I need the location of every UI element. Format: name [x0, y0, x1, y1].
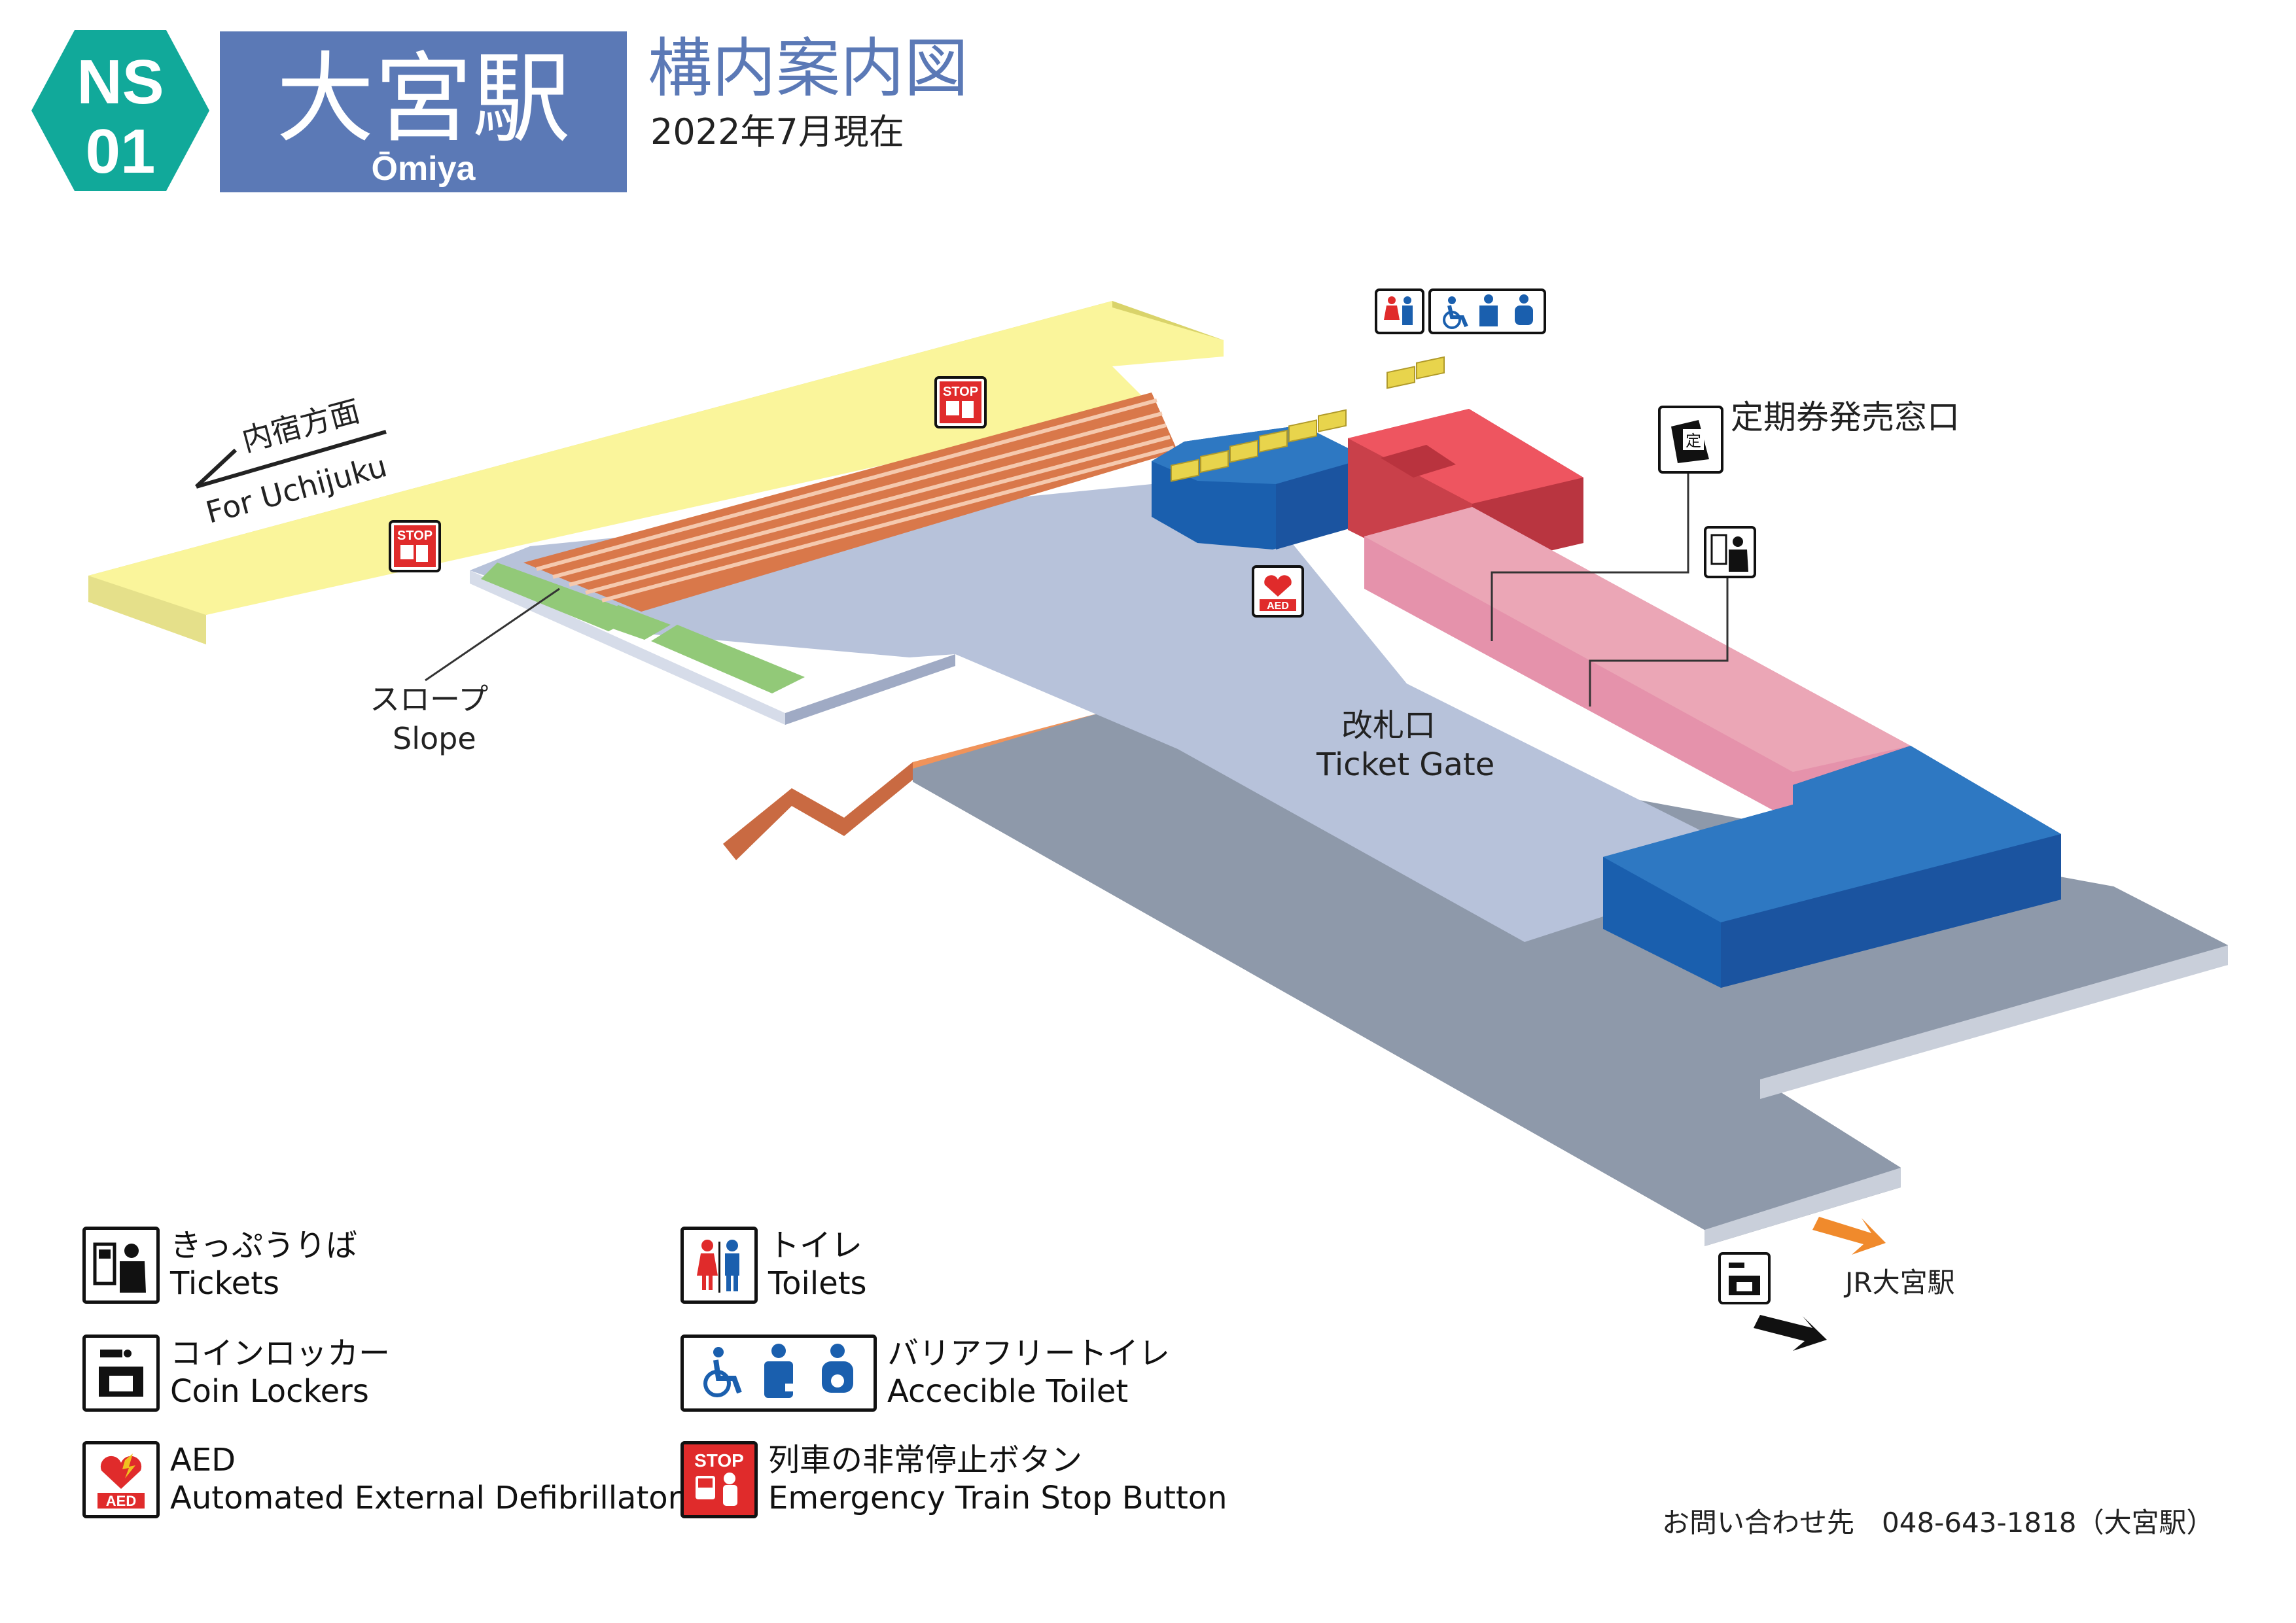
exit-arrow — [1754, 1315, 1827, 1351]
date-label: 2022年7月現在 — [650, 111, 904, 152]
emergency-stop-icon: STOP — [389, 520, 441, 572]
pass-office-label: 定期券発売窓口 — [1731, 398, 1960, 436]
page-title: 構内案内図 — [648, 31, 969, 106]
svg-text:AED: AED — [1267, 601, 1289, 612]
emergency-stop-icon: STOP — [680, 1441, 758, 1518]
platform-stairs — [523, 393, 1178, 612]
line-badge-hexagon — [31, 30, 209, 191]
legend-label-ja: コインロッカー — [170, 1335, 391, 1372]
contact-info: お問い合わせ先 048-643-1818（大宮駅） — [1662, 1507, 2214, 1539]
walkway-area — [913, 707, 2228, 1246]
svg-text:STOP: STOP — [943, 385, 978, 399]
slope-label-en: Slope — [393, 721, 476, 756]
jr-arrow — [1812, 1217, 1886, 1255]
ticket-machine-icon — [82, 1227, 160, 1304]
slope — [481, 563, 805, 693]
station-name-ja: 大宮駅 — [275, 43, 571, 156]
line-number: 01 — [86, 116, 156, 186]
legend-label-ja: 列車の非常停止ボタン — [768, 1442, 1083, 1479]
ticket-gate-label-ja: 改札口 — [1341, 707, 1436, 744]
legend-label-en: Emergency Train Stop Button — [768, 1480, 1227, 1516]
ticket-gate-label-en: Ticket Gate — [1316, 746, 1494, 783]
legend-label-ja: AED — [170, 1442, 236, 1479]
svg-text:AED: AED — [106, 1493, 136, 1509]
facility-block-lower — [1603, 746, 2061, 988]
ticket-gate — [1229, 440, 1258, 463]
pass-office-icon: 定 — [1658, 406, 1723, 474]
accessible-toilet-icon — [680, 1335, 877, 1412]
aed-icon: AED — [82, 1441, 160, 1518]
coin-locker-icon — [82, 1335, 160, 1412]
line-code: NS — [77, 47, 164, 117]
svg-text:STOP: STOP — [397, 529, 433, 543]
accessible-toilet-icon — [1428, 288, 1546, 334]
legend-label-en: Automated External Defibrillator — [170, 1480, 681, 1516]
toilet-icon — [680, 1227, 758, 1304]
emergency-stop-icon: STOP — [934, 376, 987, 428]
ticket-machine-icon — [1704, 526, 1756, 578]
ticket-gate — [1416, 356, 1445, 380]
toilet-icon — [1375, 288, 1424, 334]
direction-arrow-uchijuku — [194, 430, 387, 489]
legend-label-ja: バリアフリートイレ — [887, 1335, 1171, 1372]
station-name-en: Ōmiya — [371, 150, 476, 188]
direction-label-ja: 内宿方面 — [238, 393, 364, 459]
ticket-gate — [1259, 429, 1288, 453]
legend-label-en: Toilets — [768, 1265, 867, 1302]
ticket-gates — [1171, 356, 1445, 482]
ticket-gate — [1200, 449, 1229, 474]
station-name-box: 大宮駅 Ōmiya — [220, 31, 627, 192]
legend-label-en: Tickets — [170, 1265, 280, 1302]
legend-label-ja: きっぷうりば — [170, 1227, 358, 1265]
svg-text:STOP: STOP — [694, 1450, 744, 1471]
slope-label-ja: スロープ — [370, 682, 488, 717]
slope-leader-line — [425, 587, 560, 682]
jr-station-label: JR大宮駅 — [1843, 1266, 1955, 1299]
ticket-gate — [1288, 419, 1317, 443]
svg-text:定: 定 — [1686, 432, 1701, 450]
ticket-gate — [1318, 409, 1347, 432]
legend-label-en: Accecible Toilet — [887, 1373, 1129, 1410]
aed-icon: AED — [1252, 565, 1304, 618]
ticket-machine-leader-line — [1589, 576, 1729, 707]
pass-office-leader-line — [1491, 458, 1689, 641]
ticket-gate — [1386, 366, 1415, 389]
ticket-gate — [1171, 459, 1199, 482]
stairs-down — [723, 713, 1099, 860]
legend-label-ja: トイレ — [768, 1227, 863, 1265]
legend-label-en: Coin Lockers — [170, 1373, 369, 1410]
coin-locker-icon — [1718, 1252, 1771, 1304]
line-badge: NS 01 — [31, 30, 209, 191]
concourse-floor — [470, 484, 1767, 942]
